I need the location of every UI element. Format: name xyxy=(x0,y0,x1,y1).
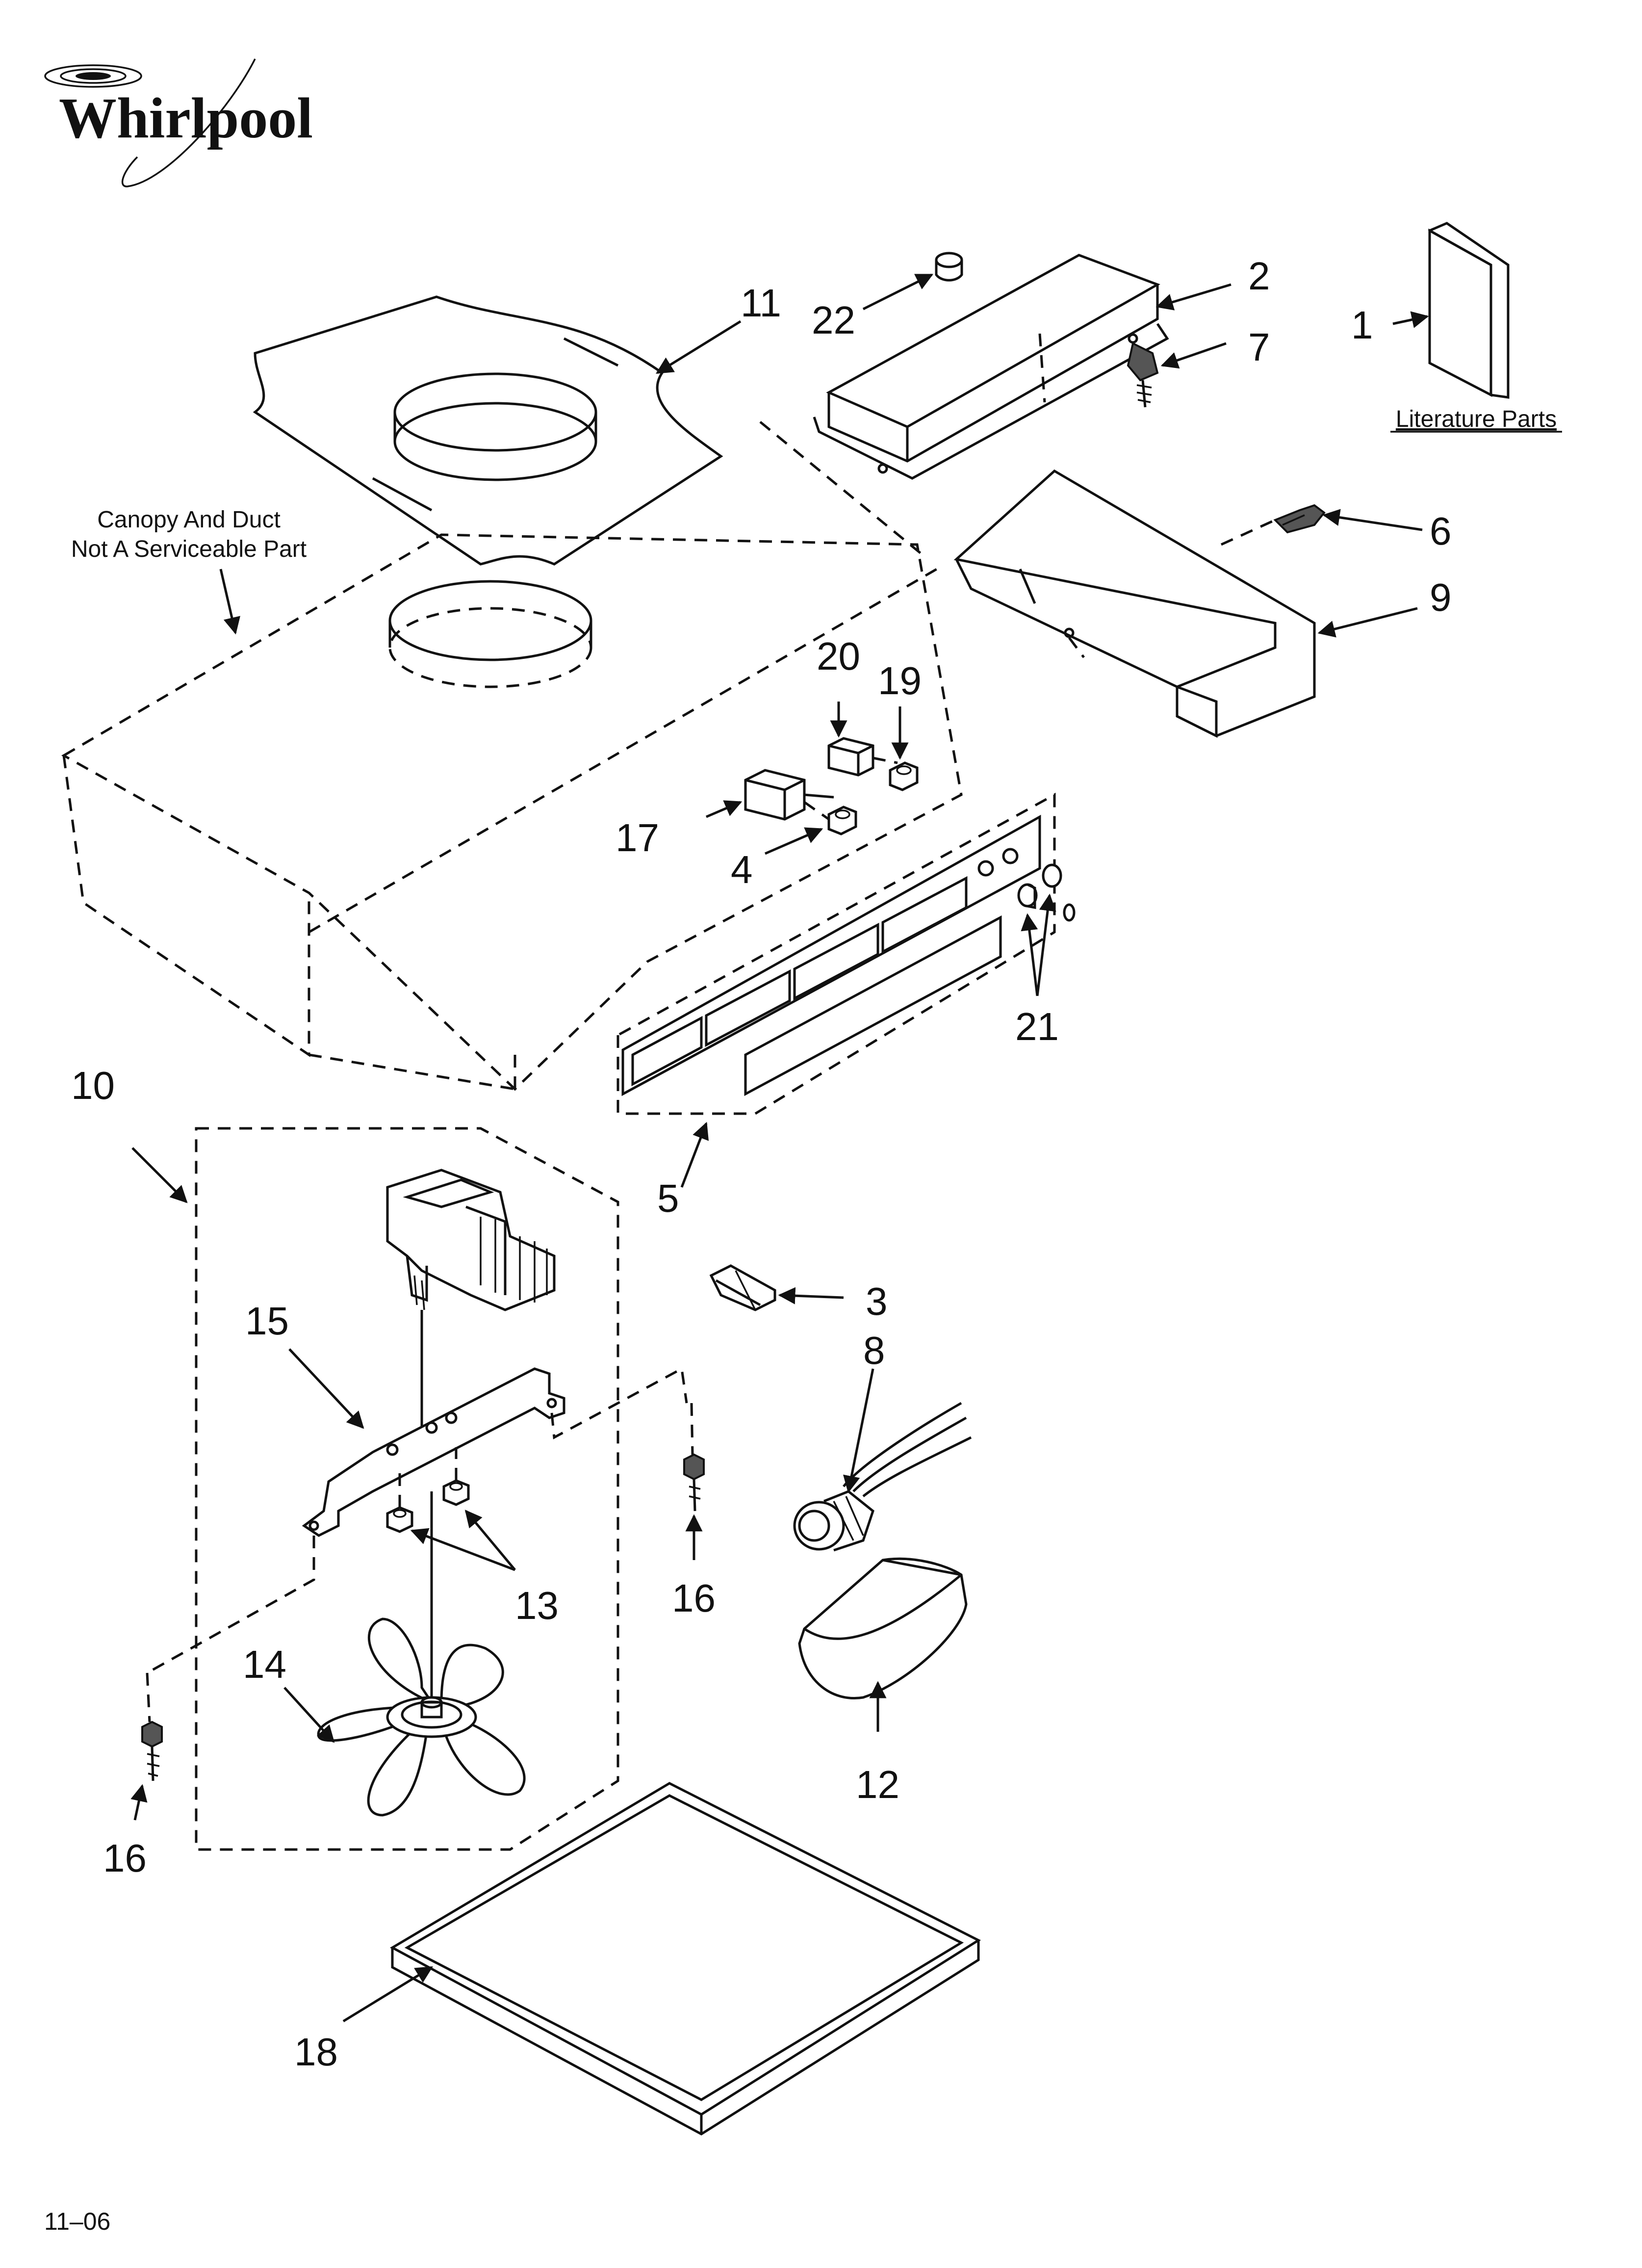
part-12-light-lens xyxy=(798,1557,968,1699)
part-5-control-panel xyxy=(616,792,1056,1115)
callout-15: 15 xyxy=(245,1299,289,1343)
canopy-note-line2: Not A Serviceable Part xyxy=(71,536,307,562)
part-11-top-plate xyxy=(253,295,723,566)
callout-21: 21 xyxy=(1015,1005,1059,1048)
part-4-nut xyxy=(827,806,857,835)
part-16-screw-left-icon xyxy=(141,1672,163,1781)
callout-16-left: 16 xyxy=(103,1836,147,1880)
part-20-switch xyxy=(827,737,898,777)
callout-2: 2 xyxy=(1248,254,1270,298)
callout-17: 17 xyxy=(616,816,659,860)
part-9-bracket xyxy=(953,469,1316,738)
callout-16-right: 16 xyxy=(672,1576,716,1620)
callout-3: 3 xyxy=(866,1279,888,1323)
callout-14: 14 xyxy=(243,1642,286,1686)
callout-8: 8 xyxy=(863,1329,885,1372)
part-14-fan-blade xyxy=(317,1491,526,1817)
callout-18: 18 xyxy=(294,2030,338,2074)
part-1-literature xyxy=(1428,222,1510,399)
callout-22: 22 xyxy=(812,298,855,342)
part-19-nut xyxy=(889,761,919,791)
part-18-grease-filter xyxy=(389,1782,981,2136)
date-code: 11–06 xyxy=(44,2208,110,2235)
callout-13: 13 xyxy=(515,1584,559,1627)
part-6-screw-icon xyxy=(1273,504,1326,534)
brand-name: Whirlpool xyxy=(59,86,313,150)
callout-4: 4 xyxy=(731,848,753,891)
callout-7: 7 xyxy=(1248,325,1270,369)
literature-parts-label: Literature Parts xyxy=(1396,406,1557,432)
callout-11: 11 xyxy=(741,281,781,325)
callout-9: 9 xyxy=(1430,575,1452,619)
part-15-motor-bracket xyxy=(146,1367,688,1674)
part-10-motor-assembly-outline xyxy=(195,1127,619,1851)
part-16-screw-right-icon xyxy=(683,1403,705,1512)
part-21-knobs xyxy=(1017,863,1076,922)
callout-5: 5 xyxy=(657,1176,679,1220)
leader-lines xyxy=(130,273,1429,2023)
callout-19: 19 xyxy=(878,659,922,703)
callout-20: 20 xyxy=(817,634,860,678)
callout-6: 6 xyxy=(1430,509,1452,553)
callout-1: 1 xyxy=(1351,303,1373,347)
part-8-lamp-socket xyxy=(793,1402,972,1552)
callout-12: 12 xyxy=(856,1763,899,1806)
part-22-cap xyxy=(935,252,963,282)
part-3-clip xyxy=(709,1264,776,1311)
swirl-icon xyxy=(44,58,256,187)
canopy-note-line1: Canopy And Duct xyxy=(97,507,281,533)
part-13-nuts xyxy=(386,1447,470,1533)
whirlpool-logo: Whirlpool xyxy=(44,58,313,187)
part-2-cover-box xyxy=(813,254,1169,480)
canopy-and-duct-outline xyxy=(61,421,963,1091)
callout-10: 10 xyxy=(71,1064,115,1107)
callout-numbers: 1 2 3 4 5 6 7 8 9 10 11 12 13 14 15 16 1… xyxy=(71,254,1452,2074)
part-17-switch xyxy=(744,769,834,821)
motor xyxy=(386,1169,556,1467)
part-7-screw-icon xyxy=(1127,342,1159,408)
